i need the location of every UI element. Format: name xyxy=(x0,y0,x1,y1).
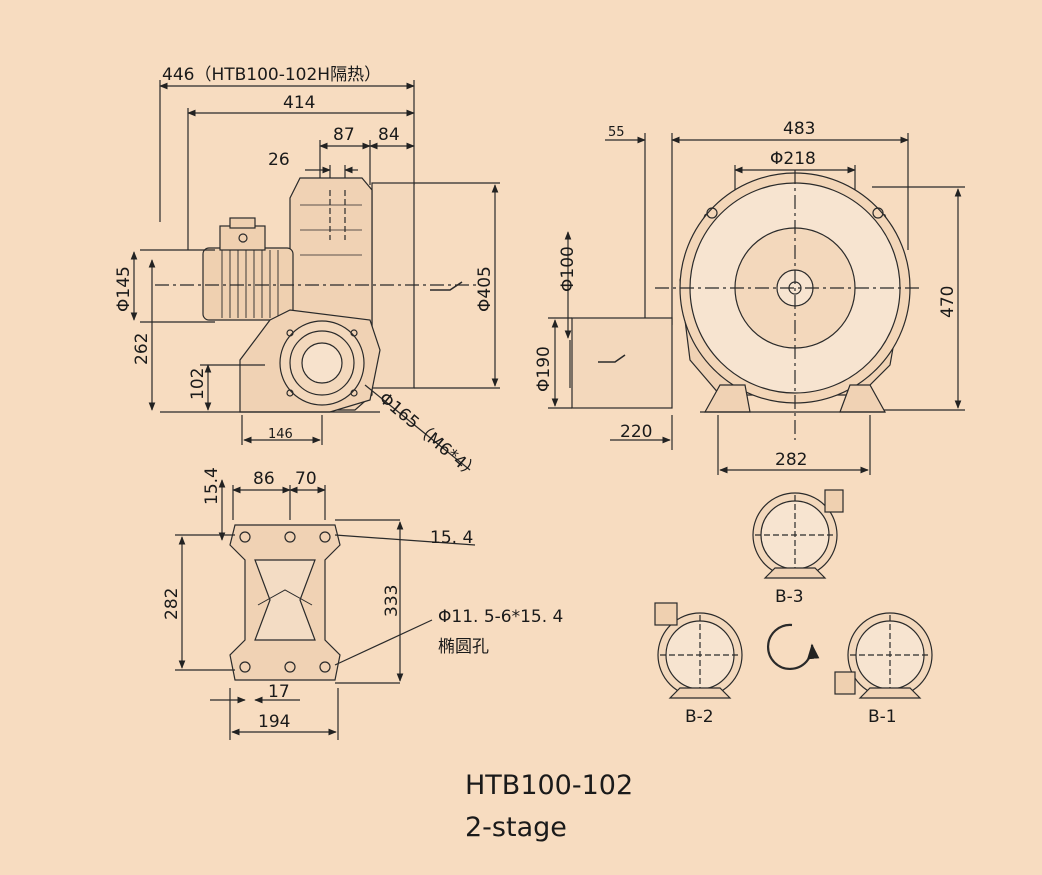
dim-483: 483 xyxy=(783,119,815,139)
dim-15-4-top: 15.4 xyxy=(202,467,222,505)
slot-spec: Φ11. 5-6*15. 4 xyxy=(438,607,563,627)
dim-86: 86 xyxy=(253,469,275,489)
dim-282-base: 282 xyxy=(162,588,182,620)
dim-87: 87 xyxy=(333,125,355,145)
rotation-arrow-icon xyxy=(767,623,820,670)
dim-dia-100: Φ100 xyxy=(558,246,578,292)
orientation-b2 xyxy=(654,602,743,699)
base-view xyxy=(175,479,476,740)
orientation-b3 xyxy=(752,489,844,579)
dim-470: 470 xyxy=(938,286,958,318)
dim-15-4-right: 15. 4 xyxy=(430,528,473,548)
dim-102: 102 xyxy=(188,368,208,400)
label-b3: B-3 xyxy=(775,587,804,607)
dim-motor-dia: Φ145 xyxy=(114,266,134,312)
dim-262: 262 xyxy=(132,333,152,365)
dim-333: 333 xyxy=(382,585,402,617)
dim-70: 70 xyxy=(295,469,317,489)
dim-55: 55 xyxy=(608,125,625,140)
dim-outlet-dia: Φ405 xyxy=(475,266,495,312)
label-b2: B-2 xyxy=(685,707,714,727)
dim-146: 146 xyxy=(268,427,293,442)
dim-414: 414 xyxy=(283,93,315,113)
dim-84: 84 xyxy=(378,125,400,145)
stage-caption: 2-stage xyxy=(465,812,567,843)
dim-446: 446（HTB100-102H隔热） xyxy=(162,65,381,85)
model-caption: HTB100-102 xyxy=(465,770,634,801)
dim-17: 17 xyxy=(268,682,290,702)
dim-220: 220 xyxy=(620,422,652,442)
dim-dia-218: Φ218 xyxy=(770,149,816,169)
front-view xyxy=(548,133,965,475)
dim-194: 194 xyxy=(258,712,290,732)
orientation-b1 xyxy=(834,612,933,699)
dim-dia-190: Φ190 xyxy=(534,346,554,392)
label-b1: B-1 xyxy=(868,707,897,727)
slot-name: 椭圆孔 xyxy=(438,637,489,657)
dim-26: 26 xyxy=(268,150,290,170)
side-view xyxy=(130,80,500,471)
dim-282-front: 282 xyxy=(775,450,807,470)
dim-flange: Φ165（M6*4） xyxy=(375,389,483,484)
